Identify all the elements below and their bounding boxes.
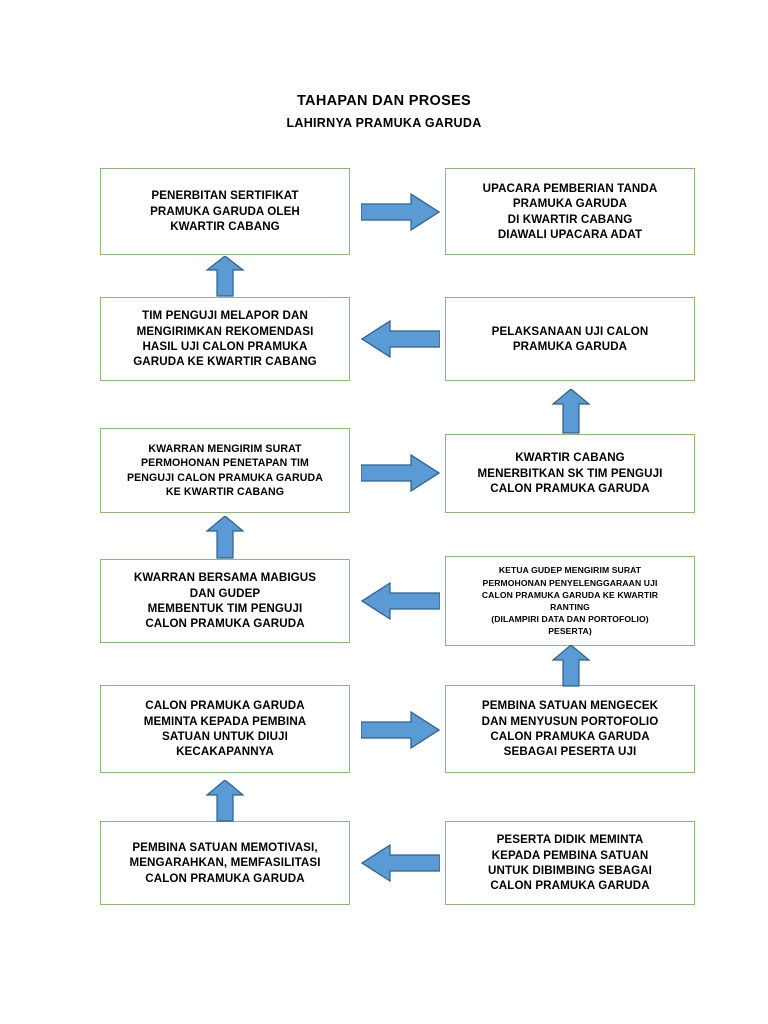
connector-arrow-up-melapor-to-sertifikat [205, 256, 245, 297]
flow-node-label: KETUA GUDEP MENGIRIM SURAT PERMOHONAN PE… [481, 565, 659, 637]
connector-arrow-right-kwarran-to-sk [361, 453, 440, 493]
flow-node-tim-penguji-melapor[interactable]: TIM PENGUJI MELAPOR DAN MENGIRIMKAN REKO… [100, 297, 350, 381]
flow-node-label: PEMBINA SATUAN MEMOTIVASI, MENGARAHKAN, … [129, 840, 321, 885]
flow-node-penerbitan-sertifikat[interactable]: PENERBITAN SERTIFIKAT PRAMUKA GARUDA OLE… [100, 168, 350, 255]
flow-node-label: CALON PRAMUKA GARUDA MEMINTA KEPADA PEMB… [143, 699, 307, 759]
flow-node-kwartir-cabang-sk[interactable]: KWARTIR CABANG MENERBITKAN SK TIM PENGUJ… [445, 434, 695, 513]
connector-arrow-left-ketua-gudep-to-mabigus [361, 581, 440, 621]
flow-node-label: UPACARA PEMBERIAN TANDA PRAMUKA GARUDA D… [482, 181, 658, 241]
flow-node-label: TIM PENGUJI MELAPOR DAN MENGIRIMKAN REKO… [133, 309, 317, 369]
flow-node-label: PESERTA DIDIK MEMINTA KEPADA PEMBINA SAT… [488, 833, 652, 893]
flow-node-upacara-pemberian-tanda[interactable]: UPACARA PEMBERIAN TANDA PRAMUKA GARUDA D… [445, 168, 695, 255]
flow-node-label: KWARRAN BERSAMA MABIGUS DAN GUDEP MEMBEN… [133, 571, 317, 631]
flow-node-pembina-mengecek-portofolio[interactable]: PEMBINA SATUAN MENGECEK DAN MENYUSUN POR… [445, 685, 695, 773]
connector-arrow-up-portofolio-to-ketua-gudep [551, 645, 591, 687]
flow-node-pembina-memotivasi[interactable]: PEMBINA SATUAN MEMOTIVASI, MENGARAHKAN, … [100, 821, 350, 905]
flow-node-label: PENERBITAN SERTIFIKAT PRAMUKA GARUDA OLE… [150, 189, 300, 234]
page-title: TAHAPAN DAN PROSES LAHIRNYA PRAMUKA GARU… [0, 92, 768, 132]
flow-node-label: KWARRAN MENGIRIM SURAT PERMOHONAN PENETA… [126, 443, 324, 498]
flow-node-label: PEMBINA SATUAN MENGECEK DAN MENYUSUN POR… [481, 699, 659, 759]
connector-arrow-up-mabigus-to-kwarran [205, 516, 245, 559]
connector-arrow-left-peserta-to-memotivasi [361, 843, 440, 883]
flow-node-kwarran-mabigus-gudep[interactable]: KWARRAN BERSAMA MABIGUS DAN GUDEP MEMBEN… [100, 559, 350, 643]
connector-arrow-right-penerbitan-to-upacara [361, 192, 440, 232]
connector-arrow-up-sk-to-pelaksanaan [551, 389, 591, 434]
flow-node-calon-meminta-diuji[interactable]: CALON PRAMUKA GARUDA MEMINTA KEPADA PEMB… [100, 685, 350, 773]
flow-node-pelaksanaan-uji[interactable]: PELAKSANAAN UJI CALON PRAMUKA GARUDA [445, 297, 695, 381]
connector-arrow-up-memotivasi-to-diuji [205, 780, 245, 822]
connector-arrow-right-diuji-to-portofolio [361, 710, 440, 750]
title-primary: TAHAPAN DAN PROSES [296, 93, 472, 109]
connector-arrow-left-pelaksanaan-to-melapor [361, 319, 440, 359]
title-secondary: LAHIRNYA PRAMUKA GARUDA [286, 116, 482, 130]
flow-node-peserta-didik-meminta[interactable]: PESERTA DIDIK MEMINTA KEPADA PEMBINA SAT… [445, 821, 695, 905]
flow-node-kwarran-mengirim-surat[interactable]: KWARRAN MENGIRIM SURAT PERMOHONAN PENETA… [100, 428, 350, 513]
flow-node-ketua-gudep-mengirim-surat[interactable]: KETUA GUDEP MENGIRIM SURAT PERMOHONAN PE… [445, 556, 695, 646]
flow-node-label: PELAKSANAAN UJI CALON PRAMUKA GARUDA [491, 324, 649, 353]
flow-node-label: KWARTIR CABANG MENERBITKAN SK TIM PENGUJ… [477, 451, 663, 496]
